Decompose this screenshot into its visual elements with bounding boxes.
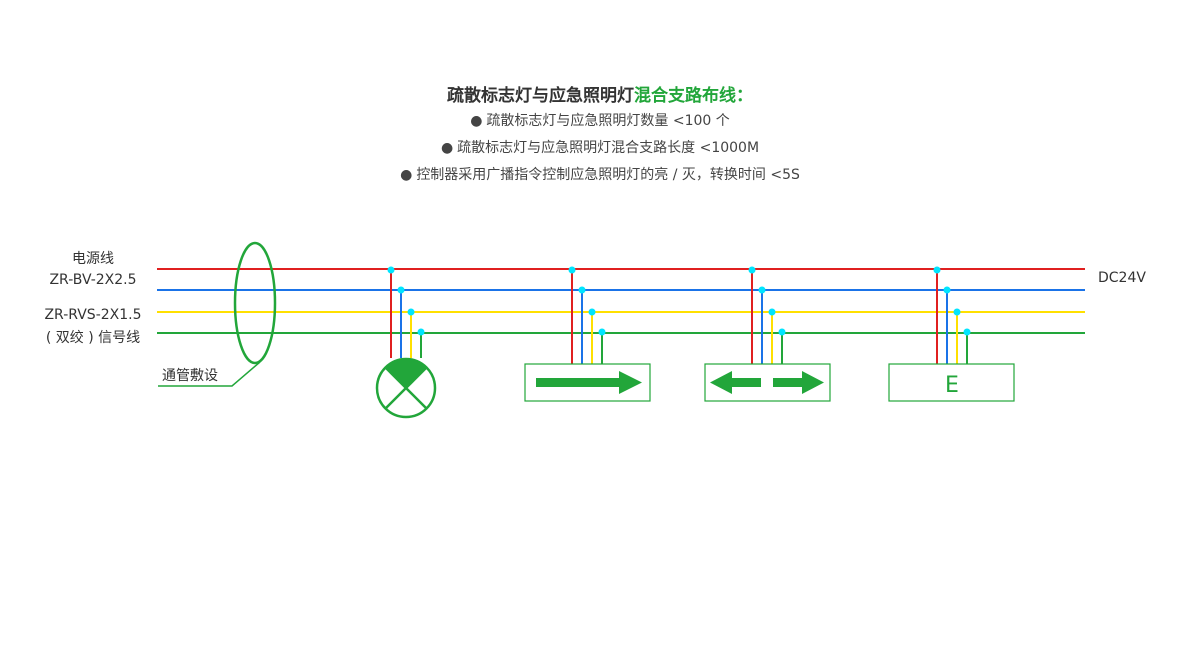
note-item-2: ●疏散标志灯与应急照明灯混合支路长度 <1000M bbox=[0, 135, 1200, 162]
conduit-ellipse-icon bbox=[233, 241, 277, 365]
bullet-icon: ● bbox=[440, 140, 454, 156]
exit-sign-icon: E bbox=[888, 363, 1015, 402]
label-power-line: 电源线 bbox=[72, 251, 114, 267]
emergency-light-icon bbox=[375, 357, 437, 419]
branch-arrow-sign bbox=[524, 266, 651, 402]
title-highlight: 混合支路布线： bbox=[634, 86, 753, 106]
note-item-1: ●疏散标志灯与应急照明灯数量 <100 个 bbox=[0, 108, 1200, 135]
label-conduit: 通管敷设 bbox=[162, 368, 218, 384]
branch-exit-sign: E bbox=[888, 266, 1015, 402]
label-power-cable: ZR-BV-2X2.5 bbox=[49, 272, 136, 288]
arrow-bidirectional-sign-icon bbox=[704, 363, 831, 402]
branch-bidirectional-sign bbox=[704, 266, 831, 402]
diagram-header: 疏散标志灯与应急照明灯混合支路布线： ●疏散标志灯与应急照明灯数量 <100 个… bbox=[0, 84, 1200, 189]
arrow-right-sign-icon bbox=[524, 363, 651, 402]
label-signal-line: ( 双绞 ) 信号线 bbox=[46, 329, 140, 346]
bullet-icon: ● bbox=[400, 167, 413, 183]
branch-emergency-lamp bbox=[375, 266, 437, 419]
note-text-3: 控制器采用广播指令控制应急照明灯的亮 / 灭，转换时间 <5S bbox=[416, 167, 800, 183]
bullet-icon: ● bbox=[470, 113, 483, 129]
title-main: 疏散标志灯与应急照明灯 bbox=[447, 86, 634, 106]
label-signal-cable: ZR-RVS-2X1.5 bbox=[44, 307, 141, 323]
diagram-title: 疏散标志灯与应急照明灯混合支路布线： bbox=[0, 84, 1200, 108]
conduit-callout-line bbox=[158, 361, 261, 387]
note-text-1: 疏散标志灯与应急照明灯数量 <100 个 bbox=[486, 113, 730, 129]
note-text-2: 疏散标志灯与应急照明灯混合支路长度 <1000M bbox=[457, 140, 760, 156]
exit-sign-letter: E bbox=[945, 373, 959, 398]
note-item-3: ●控制器采用广播指令控制应急照明灯的亮 / 灭，转换时间 <5S bbox=[0, 162, 1200, 189]
label-voltage: DC24V bbox=[1098, 270, 1146, 286]
